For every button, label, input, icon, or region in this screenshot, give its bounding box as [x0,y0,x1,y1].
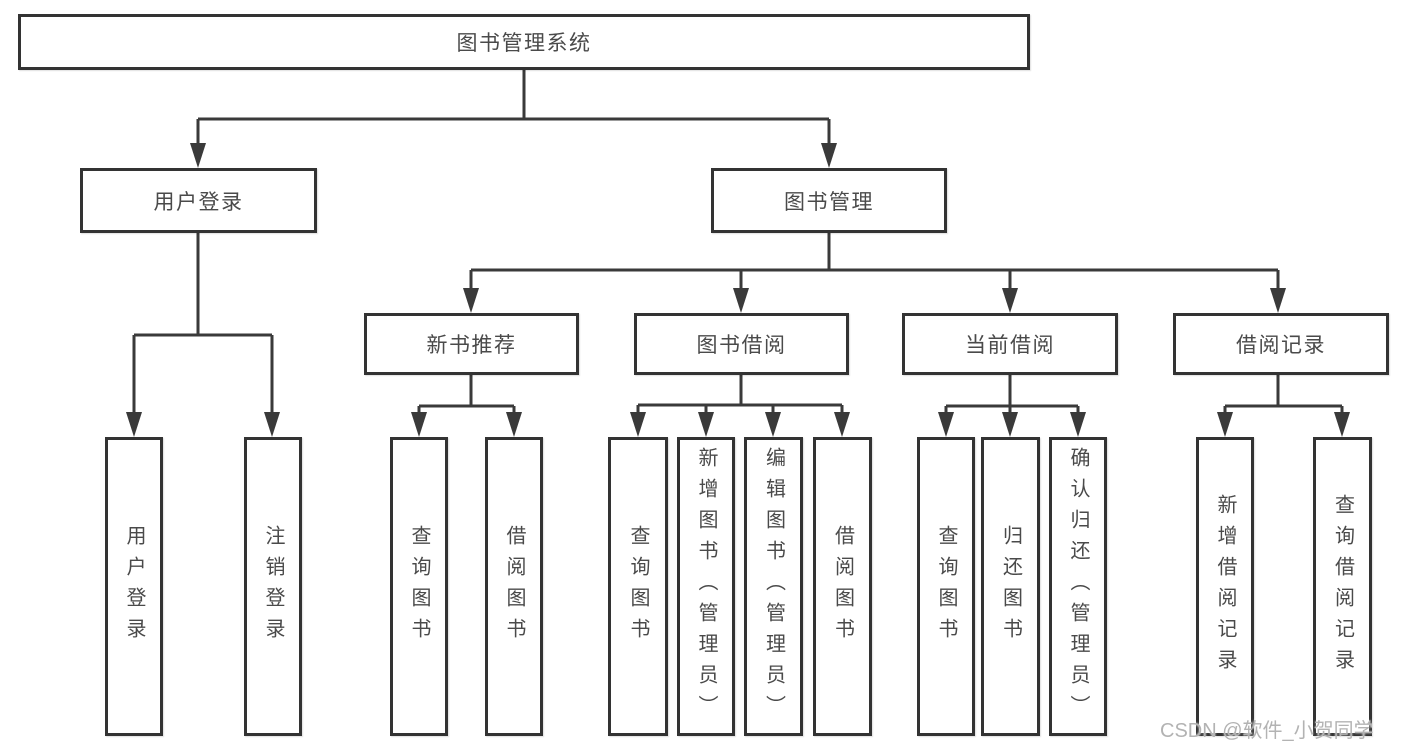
leaf-br-add-record: 新增借阅记录 [1196,437,1254,736]
leaf-br-query-record: 查询借阅记录 [1313,437,1372,736]
node-label: 查询借阅记录 [1331,493,1354,680]
leaf-bb-add-books-admin: 新增图书（管理员） [677,437,735,736]
leaf-cb-return-books: 归还图书 [981,437,1040,736]
node-root: 图书管理系统 [18,14,1030,70]
leaf-bb-query-books: 查询图书 [608,437,668,736]
node-label: 图书管理系统 [456,32,592,55]
leaf-cb-query-books: 查询图书 [917,437,975,736]
node-book-management-branch: 图书管理 [711,168,947,233]
leaf-nbr-borrow-books: 借阅图书 [485,437,543,736]
node-label: 编辑图书（管理员） [762,447,785,726]
node-label: 确认归还（管理员） [1067,447,1089,726]
csdn-watermark: CSDN @软件_小贺同学 [1160,720,1374,742]
leaf-bb-borrow-books: 借阅图书 [813,437,872,736]
node-label: 借阅记录 [1236,334,1326,357]
node-book-borrow: 图书借阅 [634,313,849,375]
node-label: 借阅图书 [503,524,525,649]
node-label: 注销登录 [262,524,284,649]
node-user-login-branch: 用户登录 [80,168,317,233]
node-label: 借阅图书 [831,524,854,649]
leaf-bb-edit-books-admin: 编辑图书（管理员） [744,437,803,736]
node-label: 新增图书（管理员） [695,447,717,726]
node-label: 图书管理 [784,190,874,214]
node-label: 用户登录 [153,190,244,214]
node-label: 图书借阅 [696,334,787,357]
node-label: 查询图书 [935,524,957,649]
node-label: 新书推荐 [426,334,517,357]
node-label: 查询图书 [408,524,430,649]
leaf-cb-confirm-return-admin: 确认归还（管理员） [1049,437,1107,736]
leaf-nbr-query-books: 查询图书 [390,437,448,736]
node-new-book-recommend: 新书推荐 [364,313,579,375]
leaf-logout: 注销登录 [244,437,302,736]
leaf-user-login: 用户登录 [105,437,163,736]
node-current-borrow: 当前借阅 [902,313,1118,375]
node-label: 用户登录 [123,524,145,649]
node-label: 新增借阅记录 [1214,493,1236,680]
node-label: 归还图书 [999,524,1022,649]
node-label: 当前借阅 [965,334,1055,357]
arrowheads [126,143,1350,437]
node-label: 查询图书 [627,524,649,649]
node-borrow-records: 借阅记录 [1173,313,1389,375]
